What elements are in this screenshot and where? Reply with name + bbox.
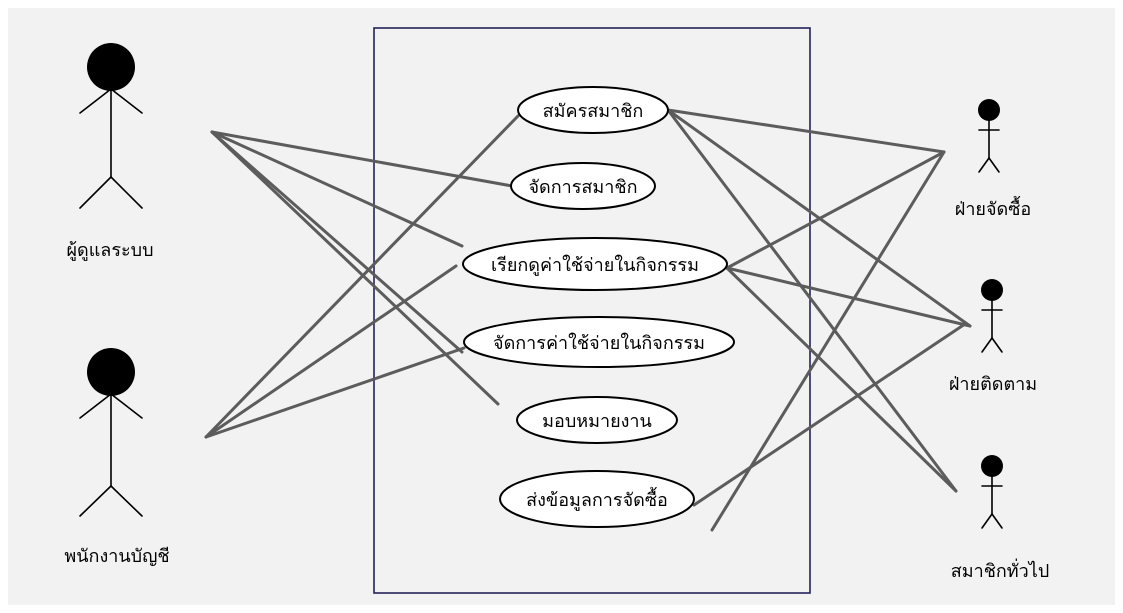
use-case-label: สมัครสมาชิก xyxy=(543,101,644,122)
use-case-ellipse xyxy=(510,162,656,210)
assoc-send-purchase-followup xyxy=(692,322,967,507)
use-case-label: ส่งข้อมูลการจัดซื้อ xyxy=(526,487,668,511)
assoc-purchasing-send-purchase xyxy=(710,150,946,532)
actor-purchasing: ฝ่ายจัดซื้อ xyxy=(955,99,1031,220)
assoc-admin-manage-members xyxy=(210,130,514,188)
actor-followup-label: ฝ่ายติดตาม xyxy=(949,374,1037,395)
use-case-ellipse xyxy=(516,396,678,444)
use-case-ellipse xyxy=(499,470,695,528)
use-case-label: เรียกดูค่าใช้จ่ายในกิจกรรม xyxy=(491,254,699,276)
actor-member-label: สมาชิกทั่วไป xyxy=(951,558,1050,582)
assoc-view-expenses-purchasing xyxy=(725,150,946,270)
system-boundary xyxy=(373,27,811,594)
use-case-manage-members[interactable]: จัดการสมาชิก xyxy=(510,162,656,210)
stick-figure-icon xyxy=(981,455,1003,529)
assoc-view-expenses-member xyxy=(725,266,958,493)
actor-admin: ผู้ดูแลระบบ xyxy=(66,43,154,261)
assoc-register-purchasing xyxy=(666,108,946,154)
use-case-assign-tasks[interactable]: มอบหมายงาน xyxy=(516,396,678,444)
use-case-ellipse xyxy=(517,86,669,134)
assoc-register-member xyxy=(666,108,958,493)
actor-accountant-label: พนักงานบัญชี xyxy=(64,546,169,567)
stick-figure-icon xyxy=(79,348,143,517)
actor-accountant: พนักงานบัญชี xyxy=(64,348,170,567)
stick-figure-icon xyxy=(79,43,143,209)
assoc-admin-assign-tasks xyxy=(210,130,500,406)
actor-member: สมาชิกทั่วไป xyxy=(951,455,1050,582)
assoc-accountant-view-expenses xyxy=(204,264,458,439)
actor-followup: ฝ่ายติดตาม xyxy=(949,279,1037,395)
use-case-manage-expenses[interactable]: จัดการค่าใช้จ่ายในกิจกรรม xyxy=(463,316,735,368)
stick-figure-icon xyxy=(981,279,1003,353)
assoc-accountant-register xyxy=(204,114,520,439)
actor-purchasing-label: ฝ่ายจัดซื้อ xyxy=(955,196,1031,220)
use-case-register[interactable]: สมัครสมาชิก xyxy=(517,86,669,134)
use-case-ellipse xyxy=(462,237,728,291)
stick-figure-icon xyxy=(978,99,1000,173)
assoc-accountant-manage-expenses xyxy=(204,346,466,439)
use-case-label: มอบหมายงาน xyxy=(542,411,652,432)
assoc-view-expenses-followup xyxy=(725,266,972,328)
actor-admin-label: ผู้ดูแลระบบ xyxy=(66,240,153,261)
use-case-ellipse xyxy=(463,316,735,368)
use-case-label: จัดการค่าใช้จ่ายในกิจกรรม xyxy=(493,332,705,354)
use-case-label: จัดการสมาชิก xyxy=(529,177,638,198)
use-case-view-expenses[interactable]: เรียกดูค่าใช้จ่ายในกิจกรรม xyxy=(462,237,728,291)
association-lines xyxy=(204,108,972,532)
assoc-admin-manage-expenses xyxy=(210,130,464,354)
use-case-send-purchase[interactable]: ส่งข้อมูลการจัดซื้อ xyxy=(499,470,695,528)
assoc-admin-view-expenses xyxy=(210,130,464,248)
